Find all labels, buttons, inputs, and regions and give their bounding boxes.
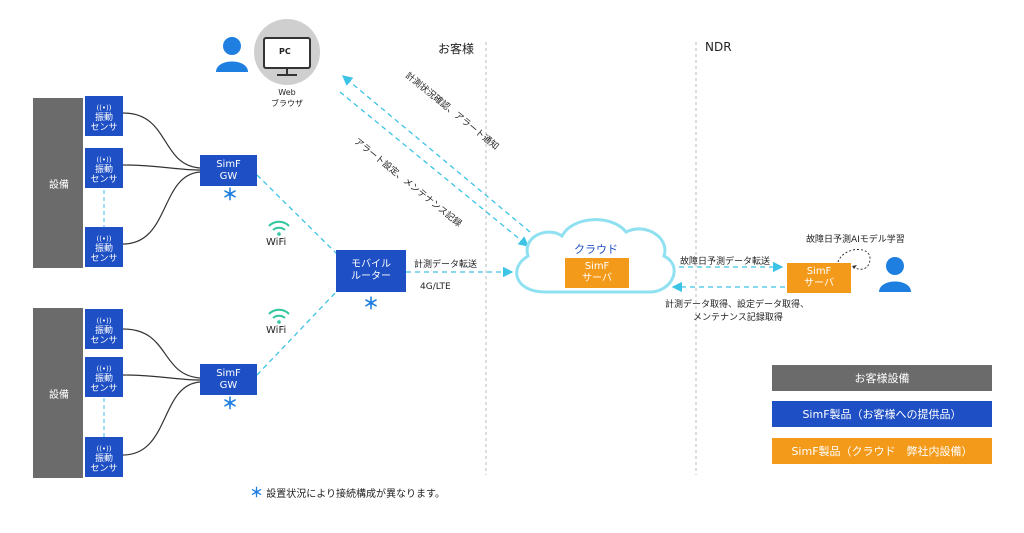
simf-gw-2: SimF GW xyxy=(200,364,257,395)
legend-label: SimF製品（お客様への提供品） xyxy=(802,408,962,421)
vibration-sensor: ((•)) 振動 センサ xyxy=(85,357,123,397)
signal-icon: ((•)) xyxy=(96,445,112,453)
wifi-label: WiFi xyxy=(266,237,287,248)
signal-icon: ((•)) xyxy=(96,235,112,243)
sensor-label: センサ xyxy=(90,384,118,394)
ai-learning-loop xyxy=(837,249,871,270)
cable-sensor6-gw2 xyxy=(122,381,201,456)
cloud-label: クラウド xyxy=(574,243,618,256)
data-acquisition-label: 計測データ取得、設定データ取得、 xyxy=(665,300,810,310)
sensor-label: センサ xyxy=(90,336,118,346)
sensor-label: センサ xyxy=(90,175,118,185)
vibration-sensor: ((•)) 振動 センサ xyxy=(85,96,123,136)
ai-learning-label: 故障日予測AIモデル学習 xyxy=(806,235,905,245)
pc-caption: Web xyxy=(278,88,296,97)
cable-sensor1-gw1 xyxy=(122,112,201,169)
legend-label: SimF製品（クラウド 弊社内設備） xyxy=(791,445,973,458)
gw-label: SimF xyxy=(216,158,241,170)
footnote: ＊ 設置状況により接続構成が異なります。 xyxy=(250,485,445,502)
ai-learning-loop-head xyxy=(852,265,857,269)
failure-prediction-label: 故障日予測データ転送 xyxy=(680,257,771,267)
server-label: SimF xyxy=(806,266,832,277)
cable-sensor3-gw1 xyxy=(122,171,201,245)
wifi-label: WiFi xyxy=(266,325,287,336)
cable-sensor5-gw2 xyxy=(122,374,201,381)
arrow-cloud-pc xyxy=(342,75,531,233)
sensor-label: 振動 xyxy=(94,326,113,336)
pc-screen-label: PC xyxy=(279,47,291,56)
footnote-text: 設置状況により接続構成が異なります。 xyxy=(266,489,446,500)
vibration-sensor: ((•)) 振動 センサ xyxy=(85,227,123,267)
server-label: サーバ xyxy=(804,278,834,289)
signal-icon: ((•)) xyxy=(96,365,112,373)
sensor-label: センサ xyxy=(90,464,118,474)
sensor-label: 振動 xyxy=(94,374,113,384)
sensor-label: センサ xyxy=(90,123,118,133)
asterisk-icon: ＊ xyxy=(222,185,239,204)
measurement-transfer-label: 計測データ転送 xyxy=(414,260,478,270)
sensor-label: 振動 xyxy=(94,113,113,123)
pc-caption: ブラウザ xyxy=(271,99,303,108)
asterisk-icon: ＊ xyxy=(250,486,264,501)
gw-label: SimF xyxy=(216,367,241,379)
router-label: モバイル xyxy=(351,259,391,270)
legend-label: お客様設備 xyxy=(854,372,910,385)
gw-label: GW xyxy=(219,379,238,391)
vibration-sensor: ((•)) 振動 センサ xyxy=(85,437,123,477)
wifi-link-gw1 xyxy=(256,174,339,256)
lte-label: 4G/LTE xyxy=(420,282,451,292)
facility-box-2: 設備 xyxy=(33,308,83,478)
cloud-shape xyxy=(515,218,676,294)
cable-sensor2-gw1 xyxy=(122,164,201,171)
simf-gw-1: SimF GW xyxy=(200,155,257,186)
ndr-simf-server: SimF サーバ xyxy=(787,263,851,293)
legend-simf-cloud: SimF製品（クラウド 弊社内設備） xyxy=(772,438,992,464)
customer-header: お客様 xyxy=(438,42,475,56)
wifi-link-gw2 xyxy=(256,289,339,376)
sensor-label: センサ xyxy=(90,254,118,264)
facility-box-1: 設備 xyxy=(33,98,83,268)
legend-simf-provided: SimF製品（お客様への提供品） xyxy=(772,401,992,427)
legend-customer-equipment: お客様設備 xyxy=(772,365,992,391)
mobile-router: モバイル ルーター xyxy=(336,250,406,292)
signal-icon: ((•)) xyxy=(96,317,112,325)
server-label: サーバ xyxy=(582,273,612,284)
gw-label: GW xyxy=(219,170,238,182)
sensor-label: 振動 xyxy=(94,244,113,254)
sensor-label: 振動 xyxy=(94,165,113,175)
server-label: SimF xyxy=(584,261,610,272)
wifi-icon-1 xyxy=(268,220,290,236)
asterisk-icon: ＊ xyxy=(222,394,239,413)
wifi-icon-2 xyxy=(268,308,290,324)
cable-sensor4-gw2 xyxy=(122,328,201,379)
data-acquisition-label: メンテナンス記録取得 xyxy=(693,313,783,323)
signal-icon: ((•)) xyxy=(96,156,112,164)
customer-user-icon xyxy=(216,37,248,72)
vibration-sensor: ((•)) 振動 センサ xyxy=(85,309,123,349)
pc-icon xyxy=(254,19,320,85)
asterisk-icon: ＊ xyxy=(363,294,380,313)
sensor-label: 振動 xyxy=(94,454,113,464)
signal-icon: ((•)) xyxy=(96,104,112,112)
facility-label: 設備 xyxy=(49,389,69,401)
router-label: ルーター xyxy=(351,271,391,282)
vibration-sensor: ((•)) 振動 センサ xyxy=(85,148,123,188)
facility-label: 設備 xyxy=(49,179,69,191)
cloud-simf-server: SimF サーバ xyxy=(565,258,629,288)
arrow-pc-cloud xyxy=(339,91,530,247)
ndr-user-icon xyxy=(879,257,911,292)
ndr-header: NDR xyxy=(705,40,732,54)
